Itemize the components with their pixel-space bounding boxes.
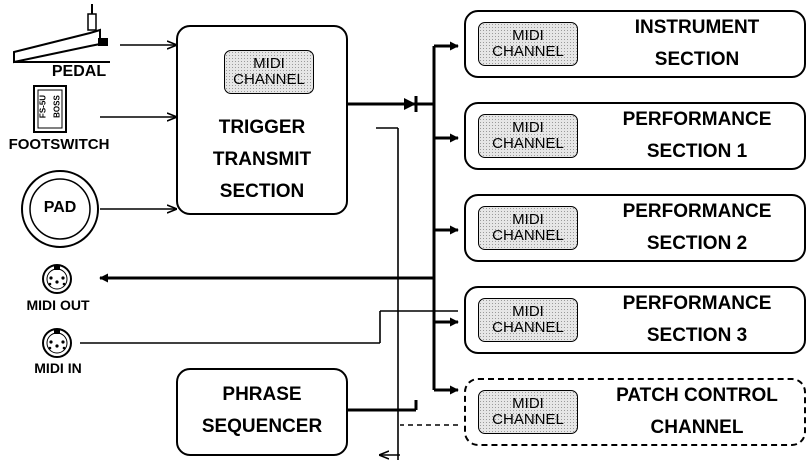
- phrase-title-line2: SEQUENCER: [201, 416, 323, 437]
- midi-out-connector-icon: [42, 264, 72, 294]
- midi-tag-line2: CHANNEL: [492, 411, 564, 428]
- midi-tag-line2: CHANNEL: [233, 71, 305, 88]
- section-title: INSTRUMENT SECTION: [594, 12, 800, 76]
- section-title-line: SECTION 2: [646, 233, 748, 254]
- pedal-label: PEDAL: [51, 63, 107, 80]
- phrase-title-line1: PHRASE: [222, 384, 302, 405]
- pad-label: PAD: [43, 199, 77, 216]
- midi-in-label: MIDI IN: [34, 360, 82, 376]
- midi-tag-line1: MIDI: [253, 55, 285, 72]
- trigger-title-line1: TRIGGER: [218, 117, 306, 138]
- section-title-line: PERFORMANCE: [622, 201, 772, 222]
- trigger-title: TRIGGER TRANSMIT SECTION: [176, 112, 348, 208]
- midi-in-connector-icon: [42, 328, 72, 358]
- midi-tag-line1: MIDI: [512, 303, 544, 320]
- footswitch-brand-text: BOSS: [52, 95, 62, 118]
- section-title-line: PERFORMANCE: [622, 293, 772, 314]
- pedal-icon: [13, 4, 110, 64]
- section-title-line: SECTION 1: [646, 141, 748, 162]
- section-title-line: PATCH CONTROL: [616, 385, 778, 406]
- section-title-line: CHANNEL: [650, 417, 744, 438]
- section-title-line: SECTION: [654, 49, 740, 70]
- trigger-title-line3: SECTION: [219, 181, 305, 202]
- phrase-sequencer-box: [176, 368, 348, 456]
- midi-tag-line2: CHANNEL: [492, 227, 564, 244]
- phrase-title: PHRASE SEQUENCER: [176, 379, 348, 443]
- section-title: PERFORMANCE SECTION 1: [594, 104, 800, 168]
- section-title-line: INSTRUMENT: [634, 17, 760, 38]
- midi-tag-line2: CHANNEL: [492, 43, 564, 60]
- midi-tag-line1: MIDI: [512, 27, 544, 44]
- section-title: PATCH CONTROL CHANNEL: [594, 380, 800, 444]
- midi-tag-line1: MIDI: [512, 119, 544, 136]
- footswitch-model-text: FS-5U: [38, 94, 48, 119]
- midi-out-label: MIDI OUT: [26, 297, 90, 313]
- section-title: PERFORMANCE SECTION 3: [594, 288, 800, 352]
- section-title-line: SECTION 3: [646, 325, 748, 346]
- footswitch-label: FOOTSWITCH: [8, 136, 110, 153]
- trigger-title-line2: TRANSMIT: [212, 149, 312, 170]
- pad-icon: [21, 170, 99, 248]
- midi-tag-line1: MIDI: [512, 211, 544, 228]
- midi-tag-line2: CHANNEL: [492, 135, 564, 152]
- midi-tag-line2: CHANNEL: [492, 319, 564, 336]
- section-box: [464, 286, 806, 354]
- section-title: PERFORMANCE SECTION 2: [594, 196, 800, 260]
- trigger-midi-channel-tag: MIDI CHANNEL: [224, 50, 314, 94]
- footswitch-icon: [33, 85, 67, 133]
- midi-tag-line1: MIDI: [512, 395, 544, 412]
- section-title-line: PERFORMANCE: [622, 109, 772, 130]
